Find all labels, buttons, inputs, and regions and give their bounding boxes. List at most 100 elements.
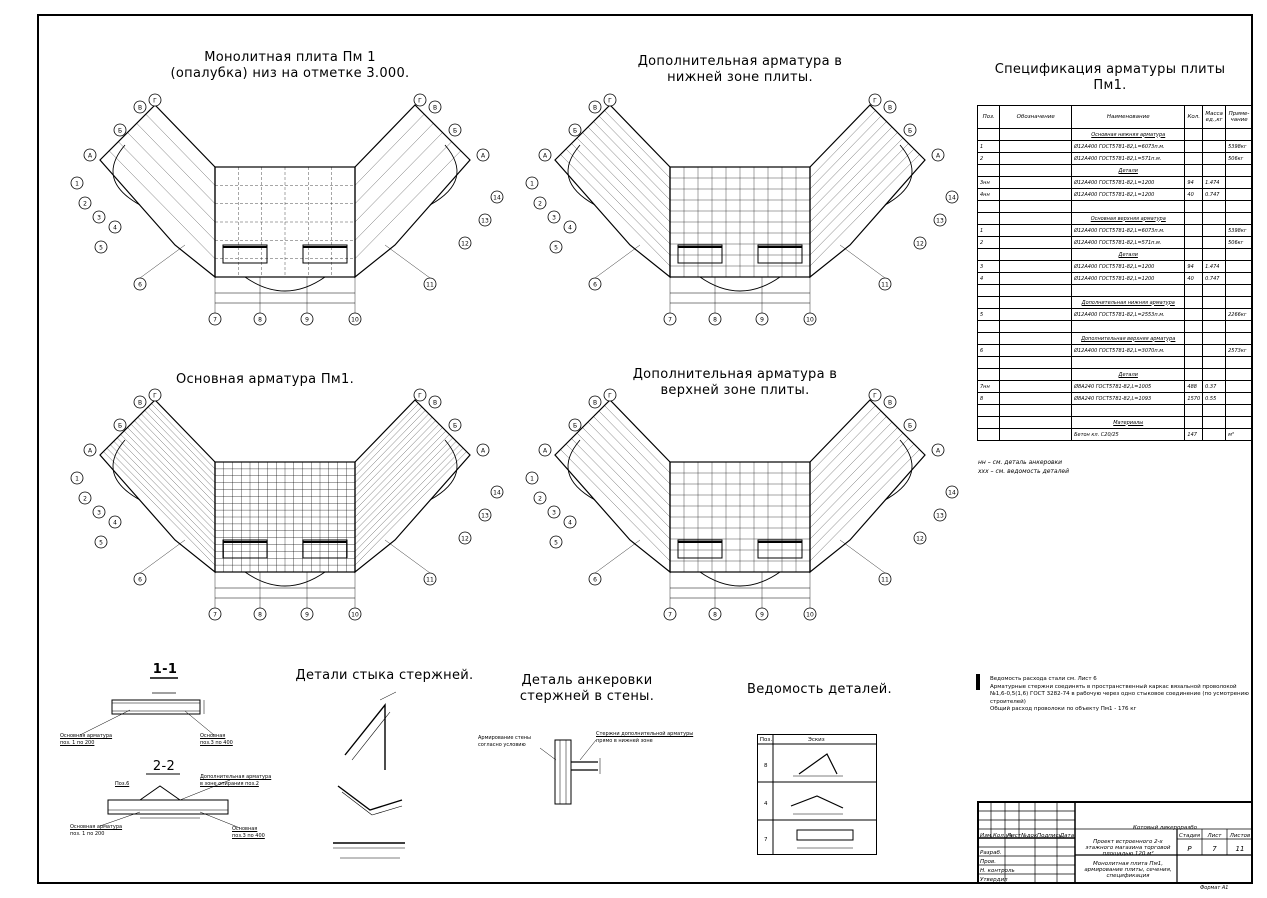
plan2-axis-G-right-label: Г bbox=[873, 98, 877, 105]
plan3-wing-rebar bbox=[354, 427, 443, 518]
plan3-wing-rebar bbox=[354, 441, 457, 545]
plan3-wing-rebar bbox=[354, 403, 419, 469]
title-block: Изм. Кол.уч Лист №док Подпись Дата Разра… bbox=[977, 801, 1253, 884]
stamp-role-4: Утвердил bbox=[980, 877, 1008, 883]
plan2-wing-rebar bbox=[598, 115, 671, 190]
plan3-wing-rebar bbox=[354, 437, 453, 538]
spec-cell-qty: 40 bbox=[1184, 188, 1204, 201]
plan4-axis-bottom-10-label: 10 bbox=[806, 612, 814, 619]
stamp-h-izm: Изм. bbox=[980, 833, 993, 839]
plan1-axis-1-label: 1 bbox=[75, 181, 79, 188]
plan1-axis-bottom-7-label: 7 bbox=[213, 317, 217, 324]
plan3-bottom-arc bbox=[244, 571, 326, 587]
plan2-axis-bottom-8-label: 8 bbox=[713, 317, 717, 324]
plan2-axis-4 bbox=[563, 220, 577, 234]
spec-cell-qty bbox=[1184, 164, 1204, 177]
spec-cell-pos: 3нн bbox=[976, 176, 1001, 189]
spec-cell-qty: 40 bbox=[1184, 272, 1204, 285]
plan1-wing-rebar bbox=[136, 123, 216, 204]
spec-cell-qty: 488 bbox=[1184, 380, 1204, 393]
plan4-axis-G-right-label: Г bbox=[873, 393, 877, 400]
plan4-wing-rebar bbox=[560, 449, 671, 562]
plan3-axis-A-right bbox=[476, 443, 490, 457]
stamp-role-2: Пров. bbox=[980, 859, 996, 865]
plan4-wing-rebar bbox=[582, 427, 671, 518]
plan1-axis-12 bbox=[458, 236, 472, 250]
plan3-wing-rebar bbox=[137, 417, 216, 497]
plan4-axis-leader bbox=[594, 539, 641, 574]
s22-labels-top: Дополнительная арматура в зоне опирания … bbox=[200, 774, 271, 788]
plan3-wing-rebar bbox=[354, 451, 467, 566]
plan4-axis-V-right bbox=[883, 395, 897, 409]
spec-cell-empty bbox=[1071, 284, 1186, 297]
s22-label-c: Поз.6 bbox=[115, 781, 130, 787]
spec-cell-pos: 1 bbox=[976, 140, 1001, 153]
plan2-axis-12-label: 12 bbox=[916, 241, 924, 248]
plan2-left-wing bbox=[554, 104, 671, 279]
plan1-axis-A-right bbox=[476, 148, 490, 162]
plan2-wing-rebar bbox=[571, 143, 671, 245]
plan3-axis-V-right-label: В bbox=[433, 400, 437, 407]
stamp-format: Формат А1 bbox=[1200, 885, 1229, 891]
plan4-axis-V-left-label: В bbox=[593, 400, 597, 407]
plan2-opening-left bbox=[677, 244, 723, 264]
spec-cell-empty bbox=[1225, 284, 1253, 297]
spec-cell-name: Ø12А400 ГОСТ5781-82,L=3070п.м. bbox=[1071, 344, 1186, 357]
spec-cell-note bbox=[1225, 416, 1253, 429]
plan2-wing-rebar bbox=[809, 154, 920, 267]
spec-cell-empty bbox=[1225, 320, 1253, 333]
spec-cell-empty bbox=[1071, 320, 1186, 333]
plan4-right-arc bbox=[884, 439, 913, 501]
vedomost-grid bbox=[757, 734, 877, 855]
plan4-axis-G-left bbox=[603, 388, 617, 402]
spec-cell-designation bbox=[999, 344, 1073, 357]
spec-cell-pos: 6 bbox=[976, 344, 1001, 357]
plan1-axis-bottom-10-label: 10 bbox=[351, 317, 359, 324]
spec-cell-qty bbox=[1184, 248, 1204, 261]
spec-cell-empty bbox=[1202, 356, 1227, 369]
plan2-wing-rebar bbox=[576, 137, 671, 234]
plan4-axis-11-label: 11 bbox=[881, 577, 889, 584]
plan4-wing-rebar bbox=[565, 443, 671, 551]
spec-cell-note bbox=[1225, 212, 1253, 225]
spec-section-title: Детали bbox=[1071, 248, 1186, 261]
spec-cell-qty bbox=[1184, 332, 1204, 345]
plan3-axis-bottom-8-label: 8 bbox=[258, 612, 262, 619]
plan1-axis-B-right bbox=[448, 123, 462, 137]
plan2-wing-rebar bbox=[582, 132, 671, 223]
plan3-axis-V-right bbox=[428, 395, 442, 409]
stamp-h-sign: Подпись bbox=[1037, 833, 1062, 839]
spec-cell-pos: 2 bbox=[976, 152, 1001, 165]
spec-cell-designation bbox=[999, 272, 1073, 285]
plan2-axis-A-right bbox=[931, 148, 945, 162]
plan3-wing-rebar bbox=[144, 410, 216, 483]
spec-cell-designation bbox=[999, 128, 1073, 141]
spec-cell-mass bbox=[1202, 368, 1227, 381]
spec-cell-mass bbox=[1202, 212, 1227, 225]
spec-cell-name: Ø12А400 ГОСТ5781-82,L=571п.м. bbox=[1071, 236, 1186, 249]
plan4-axis-3-label: 3 bbox=[552, 510, 556, 517]
spec-cell-name: Ø12А400 ГОСТ5781-82,L=571п.м. bbox=[1071, 152, 1186, 165]
plan1-wing-rebar bbox=[354, 150, 461, 259]
plan3-axis-V-left-label: В bbox=[138, 400, 142, 407]
spec-row bbox=[976, 320, 1253, 333]
plan2-wing-rebar bbox=[809, 126, 893, 212]
plan4-left-wing bbox=[554, 399, 671, 574]
spec-cell-qty bbox=[1184, 416, 1204, 429]
plan2-axis-A-right-label: А bbox=[936, 153, 941, 160]
spec-cell-note bbox=[1225, 164, 1253, 177]
spec-cell-note bbox=[1225, 176, 1253, 189]
spec-cell-mass: 1.474 bbox=[1202, 176, 1227, 189]
general-notes: Ведомость расхода стали см. Лист 6 Армат… bbox=[976, 674, 1250, 714]
plan4-axis-A-left bbox=[538, 443, 552, 457]
spec-cell-designation bbox=[999, 260, 1073, 273]
spec-cell-mass bbox=[1202, 224, 1227, 237]
spec-cell-empty bbox=[999, 200, 1073, 213]
plan1-axis-bottom-9 bbox=[300, 312, 314, 326]
plan2-wing-rebar bbox=[587, 126, 671, 212]
plan2-axis-bottom-10 bbox=[803, 312, 817, 326]
plan2-axis-V-left bbox=[588, 100, 602, 114]
plan4-axis-14 bbox=[945, 485, 959, 499]
